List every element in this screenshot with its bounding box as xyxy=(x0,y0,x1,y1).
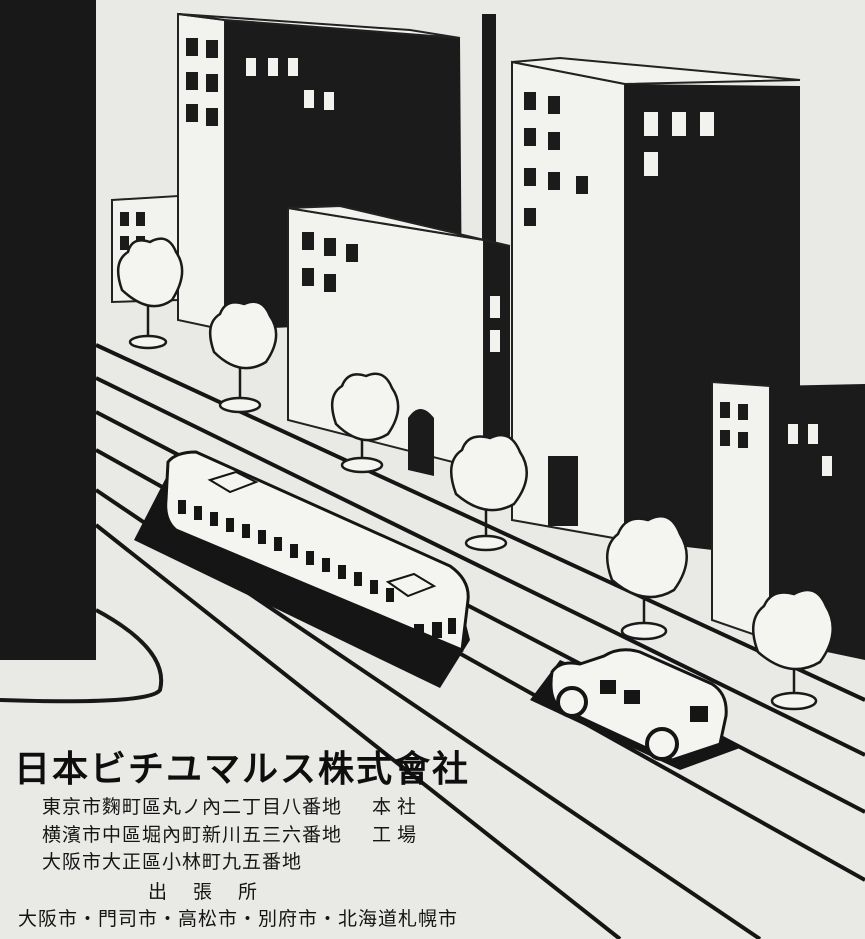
office-address: 大阪市大正區小林町九五番地 xyxy=(42,851,303,873)
pillar-curve xyxy=(0,608,164,704)
chimney xyxy=(482,14,496,244)
dark-pillar xyxy=(0,0,96,660)
building-front-right xyxy=(711,380,865,660)
company-name: 日本ビチユマルス株式會社 xyxy=(14,749,471,790)
branch-heading: 出張所 xyxy=(148,881,284,903)
car xyxy=(530,648,740,770)
office-address: 東京市麴町區丸ノ內二丁目八番地 xyxy=(42,796,343,818)
office-label: 本社 xyxy=(372,796,423,818)
office-address: 横濱市中區堀內町新川五三六番地 xyxy=(42,824,343,846)
building-right-tall xyxy=(511,56,801,560)
office-label: 工場 xyxy=(372,824,423,846)
street-trees xyxy=(116,237,834,711)
branch-list: 大阪市・門司市・高松市・別府市・北海道札幌市 xyxy=(18,908,459,930)
tram xyxy=(134,450,470,688)
